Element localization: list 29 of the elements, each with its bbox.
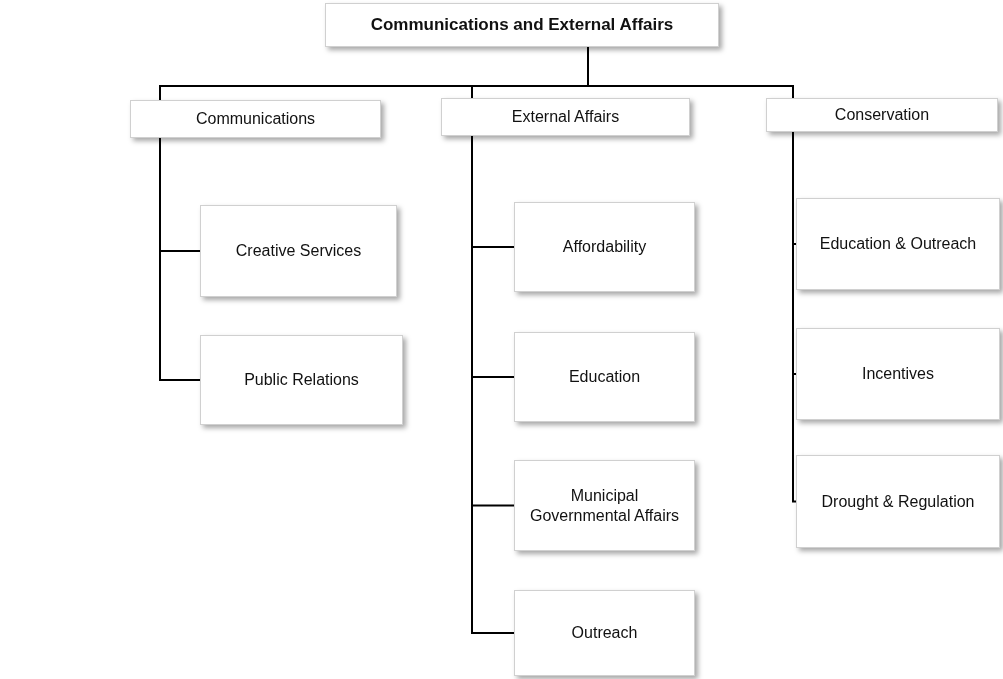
connector-line [587,46,794,99]
box-label: Affordability [562,237,647,257]
org-box [441,98,690,136]
org-box [130,100,381,138]
org-box [514,460,695,551]
org-box [514,202,695,292]
box-label: Communications [195,109,316,129]
box-label: Outreach [571,623,638,643]
org-box [796,455,1000,548]
root-box [325,3,719,47]
org-box [200,205,397,297]
box-label: Creative Services [235,241,362,261]
connector-line [159,137,201,381]
org-box [200,335,403,425]
box-label: Public Relations [244,370,359,390]
org-box [796,328,1000,420]
box-label: Drought & Regulation [821,491,975,512]
box-label: Education [568,367,641,387]
org-box [766,98,998,132]
org-box [514,590,695,676]
connector-line [792,131,797,503]
box-label: Education & Outreach [819,234,977,254]
box-label: External Affairs [511,107,620,127]
org-box [796,198,1000,290]
org-box [514,332,695,422]
box-label: Municipal Governmental Affairs [528,485,681,526]
box-label: Incentives [861,364,934,384]
box-label: Communications and External Affairs [370,14,674,36]
box-label: Conservation [834,105,930,125]
